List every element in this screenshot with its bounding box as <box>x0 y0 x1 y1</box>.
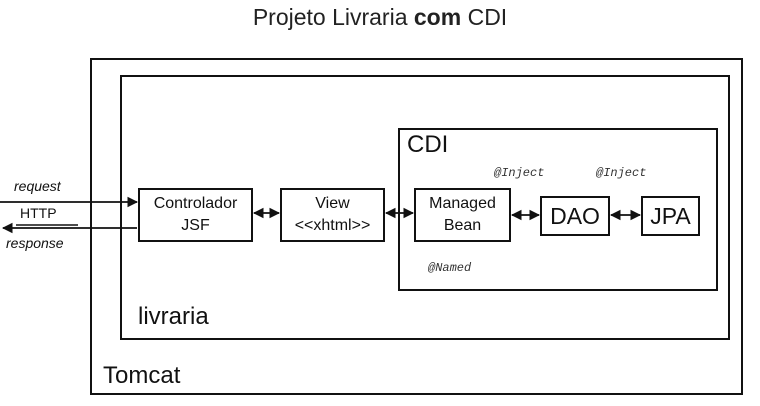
controlador-jsf-node: Controlador JSF <box>138 188 253 242</box>
request-label: request <box>14 178 61 194</box>
tomcat-label: Tomcat <box>103 362 181 389</box>
view-xhtml-node: View <<xhtml>> <box>280 188 385 242</box>
inject-dao-annotation: @Inject <box>494 166 545 180</box>
managed-bean-node: Managed Bean <box>414 188 511 242</box>
inject-jpa-annotation: @Inject <box>596 166 647 180</box>
dao-node: DAO <box>540 196 610 236</box>
named-annotation: @Named <box>428 261 472 275</box>
page-title: Projeto Livraria com CDI <box>252 4 508 30</box>
livraria-label: livraria <box>138 303 209 330</box>
http-label: HTTP <box>20 205 57 221</box>
jpa-node: JPA <box>641 196 700 236</box>
response-label: response <box>6 235 64 251</box>
cdi-label: CDI <box>407 131 449 158</box>
